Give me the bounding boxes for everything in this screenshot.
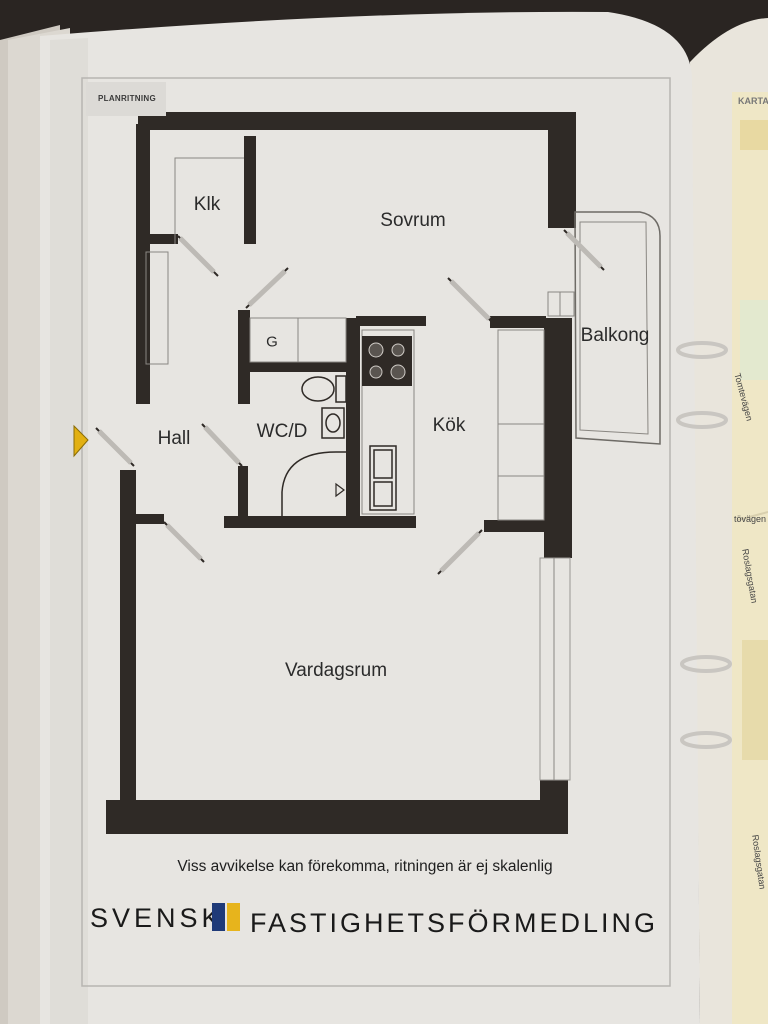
room-label-klk: Klk: [193, 194, 221, 215]
room-label-wcd: WC/D: [256, 421, 308, 442]
plan-tag: PLANRITNING: [86, 82, 166, 116]
room-label-vardagsrum: Vardagsrum: [284, 660, 388, 681]
brand-left-text: SVENSK: [90, 903, 224, 933]
toilet-icon: [301, 375, 347, 403]
entrance-arrow-icon: [73, 424, 89, 458]
map-header: KARTA: [738, 96, 768, 106]
binder-ring-icon: [676, 341, 732, 749]
room-label-g: G: [266, 333, 278, 351]
brand-logo: SVENSK FASTIGHETSFÖRMEDLING: [90, 895, 655, 945]
brand-flag-icon: [212, 903, 240, 931]
room-label-sovrum: Sovrum: [380, 210, 446, 231]
plan-tag-label: PLANRITNING: [98, 94, 156, 103]
map-street-2: tövägen: [734, 514, 767, 524]
stove-icon: [362, 336, 412, 386]
room-label-balkong: Balkong: [580, 325, 650, 346]
sink-icon: [369, 445, 397, 511]
brand-right-text: FASTIGHETSFÖRMEDLING: [250, 908, 659, 938]
room-label-hall: Hall: [157, 428, 191, 449]
disclaimer-text: Viss avvikelse kan förekomma, ritningen …: [177, 858, 553, 875]
room-label-kok: Kök: [432, 415, 466, 436]
